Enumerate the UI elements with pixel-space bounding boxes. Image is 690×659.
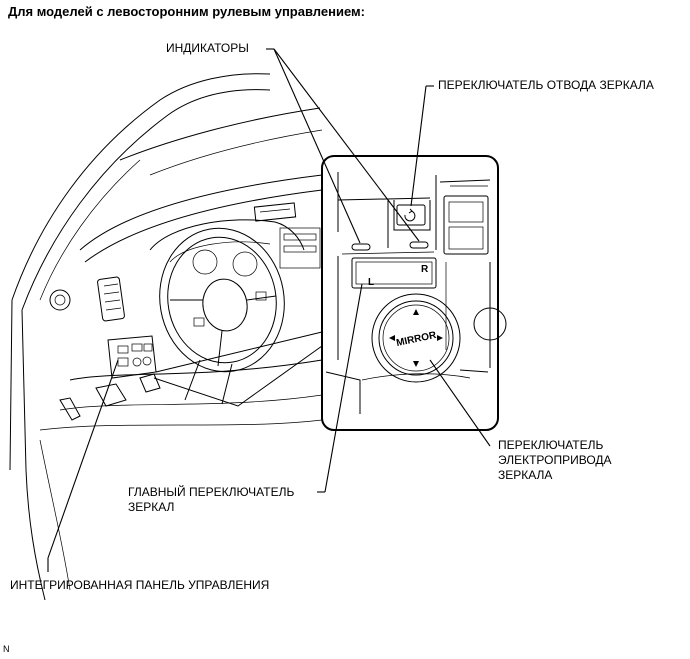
power-switch-callout-line3: ЗЕРКАЛА: [498, 468, 553, 482]
power-switch-callout: ПЕРЕКЛЮЧАТЕЛЬ ЭЛЕКТРОПРИВОДА ЗЕРКАЛА: [498, 438, 612, 483]
arrow-left-icon: [389, 335, 395, 341]
indicators-callout: ИНДИКАТОРЫ: [166, 41, 249, 55]
indicator-left: [351, 243, 371, 251]
master-switch-callout-line1: ГЛАВНЫЙ ПЕРЕКЛЮЧАТЕЛЬ: [128, 485, 295, 499]
mirror-knob-label: MIRROR: [395, 330, 438, 349]
mirror-right-label: R: [421, 264, 429, 275]
mirror-adjust-knob-outer: [371, 293, 461, 383]
arrow-down-icon: [413, 361, 419, 367]
mirror-master-switch: [351, 257, 437, 289]
retract-icon: [404, 208, 416, 222]
retract-switch-callout: ПЕРЕКЛЮЧАТЕЛЬ ОТВОДА ЗЕРКАЛА: [438, 78, 654, 92]
integrated-panel-callout: ИНТЕГРИРОВАННАЯ ПАНЕЛЬ УПРАВЛЕНИЯ: [10, 578, 270, 592]
power-switch-callout-line1: ПЕРЕКЛЮЧАТЕЛЬ: [498, 438, 604, 452]
power-switch-callout-line2: ЭЛЕКТРОПРИВОДА: [498, 453, 612, 467]
arrow-up-icon: [413, 309, 419, 315]
page-title: Для моделей с левосторонним рулевым упра…: [8, 4, 365, 19]
leader-lines: [47, 48, 491, 572]
arrow-right-icon: [437, 335, 443, 341]
zoom-detail-panel: L R MIRROR: [321, 155, 507, 431]
master-switch-callout: ГЛАВНЫЙ ПЕРЕКЛЮЧАТЕЛЬ ЗЕРКАЛ: [128, 485, 294, 515]
master-switch-callout-line2: ЗЕРКАЛ: [128, 500, 175, 514]
car-interior-illustration: [9, 73, 323, 601]
indicator-right: [409, 241, 429, 249]
figure-code: N: [3, 644, 10, 654]
mirror-left-label: L: [368, 277, 374, 288]
